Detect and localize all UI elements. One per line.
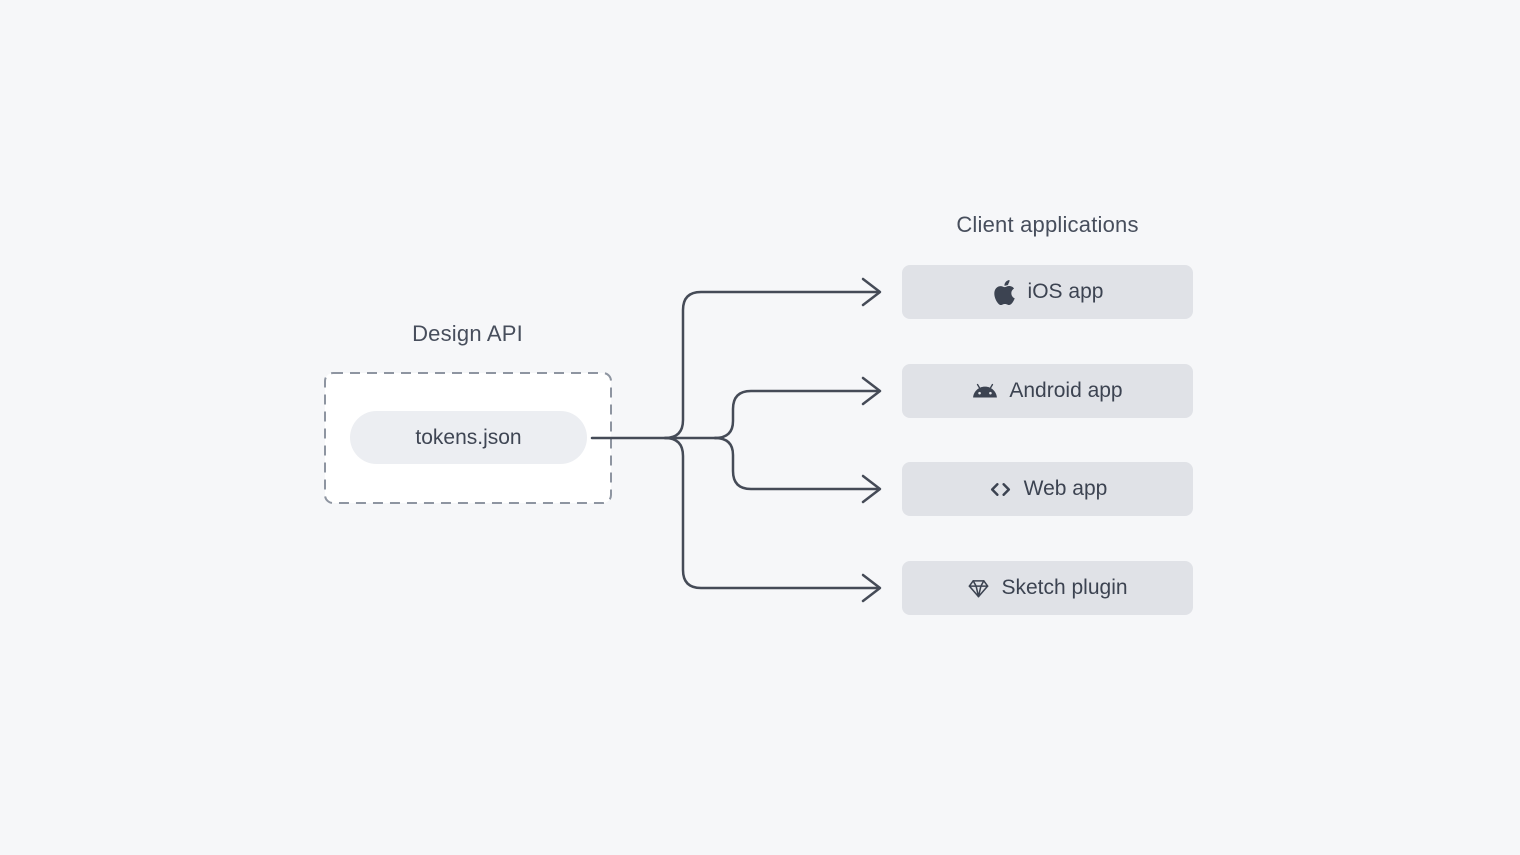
tokens-json-node: tokens.json bbox=[350, 411, 587, 464]
client-applications-heading: Client applications bbox=[956, 212, 1139, 237]
arrow-head-web bbox=[861, 474, 882, 504]
client-app-node-ios: iOS app bbox=[902, 265, 1193, 319]
tokens-json-label: tokens.json bbox=[415, 425, 522, 449]
client-app-label: Android app bbox=[1009, 379, 1123, 402]
client-app-node-android: Android app bbox=[902, 364, 1193, 418]
connector-sketch bbox=[663, 436, 879, 590]
connector-android bbox=[713, 389, 879, 440]
client-app-node-sketch: Sketch plugin bbox=[902, 561, 1193, 615]
design-api-heading: Design API bbox=[412, 321, 523, 346]
client-app-label: Web app bbox=[1023, 477, 1108, 500]
client-app-label: Sketch plugin bbox=[1001, 576, 1128, 599]
android-icon bbox=[973, 383, 998, 398]
arrow-head-sketch bbox=[861, 573, 882, 603]
arrow-head-android bbox=[861, 376, 882, 406]
client-app-node-web: Web app bbox=[902, 462, 1193, 516]
arrow-head-ios bbox=[861, 277, 882, 307]
client-app-label: iOS app bbox=[1027, 280, 1104, 303]
connector-web bbox=[713, 436, 879, 491]
code-brackets-icon bbox=[990, 482, 1010, 496]
connector-ios bbox=[663, 290, 879, 440]
apple-icon bbox=[993, 279, 1015, 305]
gem-icon bbox=[969, 579, 989, 597]
